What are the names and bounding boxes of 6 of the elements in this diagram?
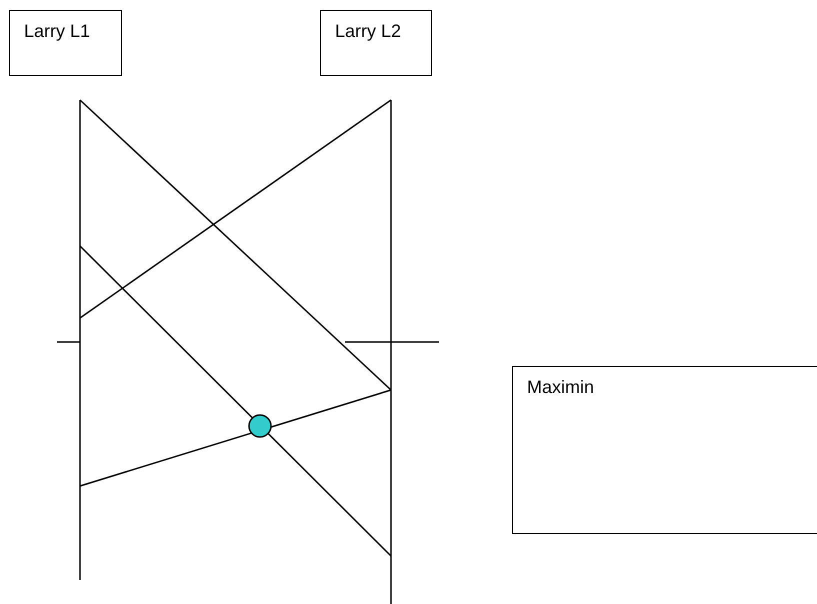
label-box	[9, 10, 122, 76]
box-label: Larry L1	[24, 21, 90, 42]
label-box	[320, 10, 432, 76]
box-label: Larry L2	[335, 21, 402, 42]
label-box	[512, 366, 817, 534]
box-label: Maximin	[527, 377, 594, 398]
